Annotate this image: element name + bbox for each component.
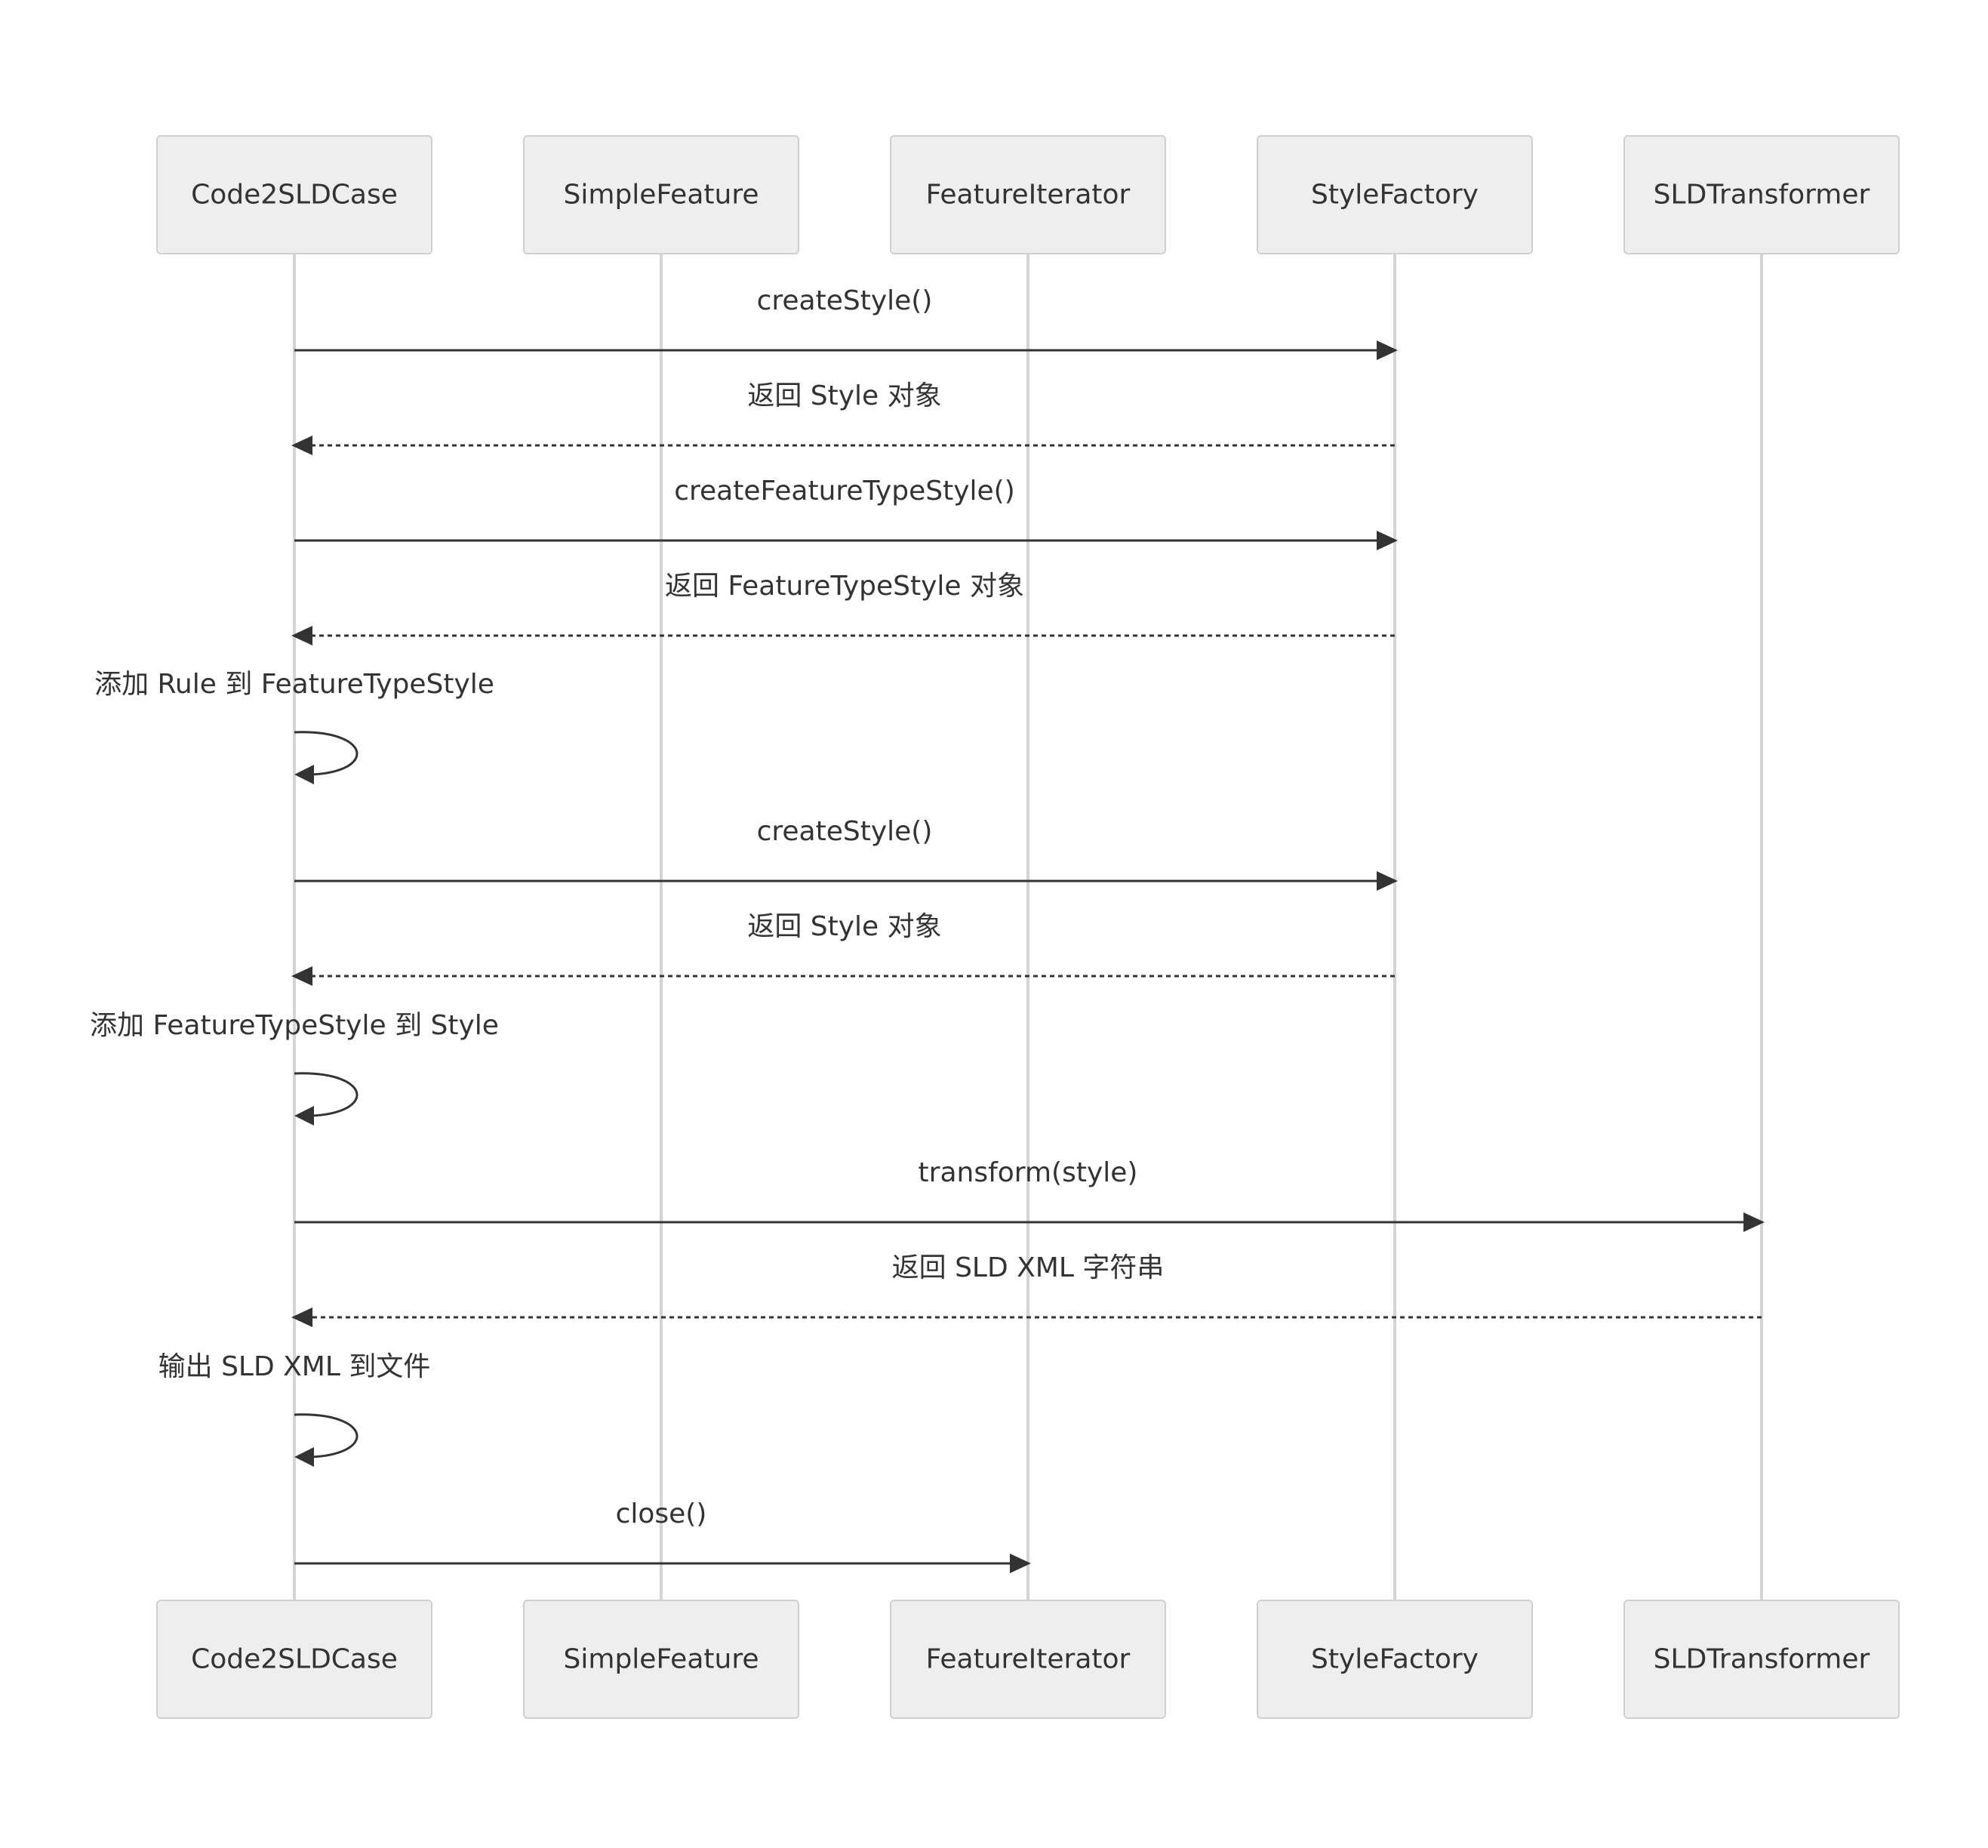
messages: createStyle() 返回 Style 对象 createFeatureTyp… [90, 285, 1765, 1573]
arrowhead [294, 765, 314, 784]
participant-simplefeature-bottom: SimpleFeature [523, 1600, 799, 1719]
message-label: createStyle() [757, 285, 933, 316]
message-label: 返回 Style 对象 [747, 380, 941, 411]
participant-code2sld-top: Code2SLDCase [156, 135, 432, 254]
self-message-loop [294, 1072, 359, 1117]
message-10: 返回 SLD XML 字符串 [291, 1252, 1762, 1327]
participant-featureiterator-top: FeatureIterator [890, 135, 1166, 254]
participant-label: SimpleFeature [564, 1644, 759, 1675]
message-label: close() [616, 1498, 707, 1529]
participant-box [156, 135, 432, 254]
participant-box [1623, 1600, 1900, 1719]
participant-featureiterator-bottom: FeatureIterator [890, 1600, 1166, 1719]
message-label: 输出 SLD XML 到文件 [158, 1351, 431, 1382]
arrowhead [291, 436, 312, 455]
participant-box [1623, 135, 1900, 254]
participant-stylefactory-top: StyleFactory [1257, 135, 1533, 254]
arrowhead [1743, 1212, 1765, 1232]
self-message-loop [294, 1413, 359, 1458]
message-label: transform(style) [919, 1157, 1138, 1188]
message-label: 返回 FeatureTypeStyle 对象 [665, 571, 1024, 602]
participant-box [1257, 1600, 1533, 1719]
participant-label: SLDTransformer [1654, 1644, 1870, 1675]
participant-code2sld-bottom: Code2SLDCase [156, 1600, 432, 1719]
participant-box [890, 1600, 1166, 1719]
message-8: 添加 FeatureTypeStyle 到 Style [90, 1010, 499, 1126]
participant-box [523, 135, 799, 254]
message-4: 返回 FeatureTypeStyle 对象 [291, 571, 1395, 645]
arrowhead [291, 966, 312, 986]
message-label: 返回 Style 对象 [747, 911, 941, 942]
message-1: createStyle() [294, 285, 1398, 360]
message-9: transform(style) [294, 1157, 1765, 1232]
message-6: createStyle() [294, 816, 1398, 891]
participant-label: SimpleFeature [564, 180, 759, 211]
message-5: 添加 Rule 到 FeatureTypeStyle [94, 669, 494, 784]
participants-bottom: Code2SLDCase SimpleFeature FeatureIterator… [156, 1600, 1900, 1719]
arrowhead [291, 1307, 312, 1327]
arrowhead [291, 626, 312, 645]
arrowhead [1377, 531, 1398, 550]
participant-label: SLDTransformer [1654, 180, 1870, 211]
participant-label: Code2SLDCase [191, 180, 398, 211]
participant-label: StyleFactory [1311, 1644, 1479, 1675]
arrowhead [294, 1447, 314, 1467]
participant-box [156, 1600, 432, 1719]
message-12: close() [294, 1498, 1031, 1573]
message-label: createStyle() [757, 816, 933, 847]
participant-box [890, 135, 1166, 254]
message-label: 返回 SLD XML 字符串 [892, 1252, 1165, 1283]
participant-label: FeatureIterator [926, 180, 1131, 211]
message-7: 返回 Style 对象 [291, 911, 1395, 986]
participants-top: Code2SLDCase SimpleFeature FeatureIterator… [156, 135, 1900, 254]
message-label: 添加 FeatureTypeStyle 到 Style [90, 1010, 499, 1041]
message-label: 添加 Rule 到 FeatureTypeStyle [94, 669, 494, 700]
message-2: 返回 Style 对象 [291, 380, 1395, 455]
participant-label: FeatureIterator [926, 1644, 1131, 1675]
participant-box [1257, 135, 1533, 254]
participant-sldtransformer-bottom: SLDTransformer [1623, 1600, 1900, 1719]
participant-label: Code2SLDCase [191, 1644, 398, 1675]
message-3: createFeatureTypeStyle() [294, 476, 1398, 550]
participant-label: StyleFactory [1311, 180, 1479, 211]
self-message-loop [294, 731, 359, 776]
participant-stylefactory-bottom: StyleFactory [1257, 1600, 1533, 1719]
participant-simplefeature-top: SimpleFeature [523, 135, 799, 254]
arrowhead [1010, 1554, 1031, 1573]
arrowhead [1377, 871, 1398, 891]
participant-box [523, 1600, 799, 1719]
arrowhead [294, 1106, 314, 1126]
message-11: 输出 SLD XML 到文件 [158, 1351, 431, 1467]
participant-sldtransformer-top: SLDTransformer [1623, 135, 1900, 254]
lifelines [293, 254, 1763, 1600]
arrowhead [1377, 340, 1398, 360]
message-label: createFeatureTypeStyle() [674, 476, 1015, 507]
